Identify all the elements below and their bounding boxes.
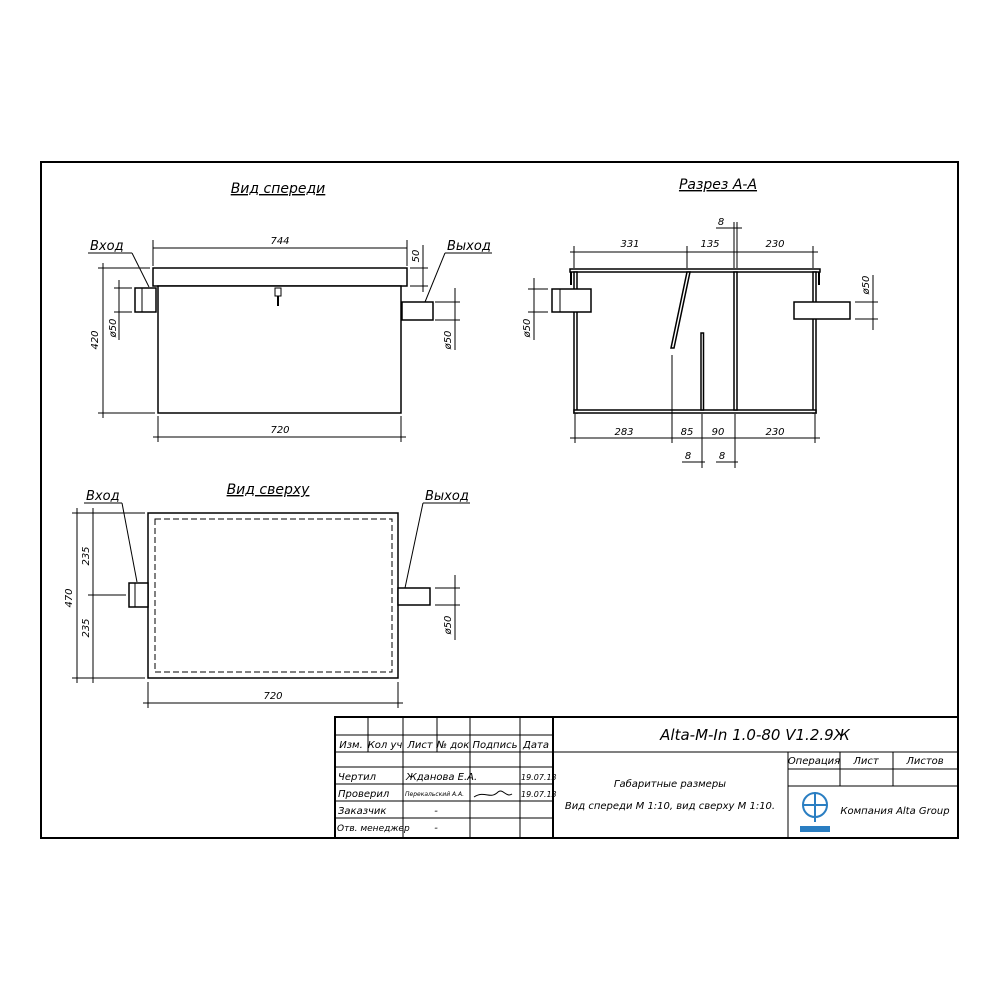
- header-n-dok: № док: [436, 740, 470, 751]
- dim-top-720: 720: [263, 691, 282, 702]
- role-drawn: Чертил: [338, 772, 377, 783]
- description-line2: Вид спереди М 1:10, вид сверху М 1:10.: [565, 801, 775, 812]
- title-block: Изм. Кол уч Лист № док Подпись Дата Черт…: [334, 716, 959, 839]
- outlet-label: Выход: [447, 239, 491, 254]
- dim-top-outlet-d50: ø50: [443, 616, 454, 636]
- role-checked: Проверил: [338, 789, 390, 800]
- header-data: Дата: [522, 740, 549, 751]
- front-view-title: Вид спереди: [231, 181, 326, 197]
- section-outlet-pipe: [793, 301, 851, 320]
- top-outlet-label: Выход: [425, 489, 469, 504]
- dim-235-lower: 235: [81, 618, 92, 637]
- role-manager: Отв. менеджер: [337, 824, 410, 834]
- dim-outlet-d50: ø50: [443, 331, 454, 351]
- dim-744: 744: [270, 236, 289, 247]
- name-drawn: Жданова Е.А.: [405, 772, 477, 783]
- dim-8-bottom-2: 8: [719, 451, 725, 462]
- top-outlet-pipe: [397, 587, 431, 606]
- dim-8-top: 8: [718, 217, 724, 228]
- bottom-wall: [573, 409, 817, 414]
- name-checked: Перекальский А.А.: [405, 791, 464, 798]
- dimension-lines: [88, 240, 492, 442]
- name-customer: -: [434, 806, 438, 817]
- section-inlet-pipe: [551, 288, 592, 313]
- section-view-title: Разрез А-А: [679, 177, 757, 193]
- top-inlet-label: Вход: [86, 489, 120, 504]
- short-baffle: [700, 332, 705, 411]
- section-dimension-lines: [528, 222, 878, 468]
- dim-section-inlet-d50: ø50: [522, 319, 533, 339]
- inlet-label: Вход: [90, 239, 124, 254]
- dim-inlet-d50: ø50: [108, 319, 119, 339]
- dim-235-upper: 235: [81, 546, 92, 565]
- dim-470: 470: [64, 588, 75, 607]
- section-lid: [569, 268, 821, 273]
- dim-331: 331: [620, 239, 639, 250]
- header-sheet: Лист: [852, 756, 880, 767]
- top-inner-outline: [154, 518, 393, 673]
- right-wall: [812, 271, 817, 414]
- dim-283: 283: [614, 427, 633, 438]
- header-operation: Операция: [788, 756, 840, 767]
- top-outline: [147, 512, 399, 679]
- dim-section-outlet-d50: ø50: [861, 276, 872, 296]
- dim-8-bottom-1: 8: [685, 451, 691, 462]
- outlet-pipe: [401, 301, 434, 321]
- description-line1: Габаритные размеры: [614, 778, 726, 790]
- date-checked: 19.07.13: [521, 790, 557, 799]
- header-list: Лист: [406, 740, 434, 751]
- top-inlet-pipe: [128, 582, 149, 608]
- section-view: Разрез А-А 331 135 230 8 283: [522, 177, 878, 468]
- latch-icon: [274, 287, 282, 306]
- header-podpis: Подпись: [473, 740, 518, 751]
- company-name: Компания Alta Group: [840, 806, 949, 817]
- tank-body: [157, 285, 402, 414]
- dim-720: 720: [270, 425, 289, 436]
- tank-lid: [152, 267, 408, 287]
- top-dimension-lines: [72, 502, 470, 708]
- signature: [473, 790, 513, 798]
- header-kol-uch: Кол уч: [368, 740, 403, 751]
- header-izm: Изм.: [339, 740, 363, 751]
- dim-420: 420: [90, 330, 101, 349]
- dim-135: 135: [700, 239, 719, 250]
- dim-90: 90: [712, 427, 725, 438]
- dim-85: 85: [681, 427, 694, 438]
- date-drawn: 19.07.13: [521, 773, 557, 782]
- dim-230-top: 230: [765, 239, 784, 250]
- front-view: Вид спереди 744 720 420 ø50 ø5: [88, 181, 492, 442]
- name-manager: -: [434, 823, 438, 834]
- header-sheets: Листов: [905, 756, 943, 767]
- role-customer: Заказчик: [338, 806, 386, 817]
- inclined-baffle: [670, 271, 691, 349]
- top-view: Вид сверху 720 470 235 235 ø50 Вход Выхо…: [64, 482, 470, 708]
- designation: Alta-M-In 1.0-80 V1.2.9Ж: [659, 726, 851, 744]
- inlet-pipe: [134, 287, 157, 313]
- alta-group-logo: [800, 792, 830, 832]
- top-view-title: Вид сверху: [227, 482, 311, 498]
- full-baffle: [733, 271, 738, 411]
- dim-230-bottom: 230: [765, 427, 784, 438]
- dim-lid-50: 50: [411, 250, 422, 263]
